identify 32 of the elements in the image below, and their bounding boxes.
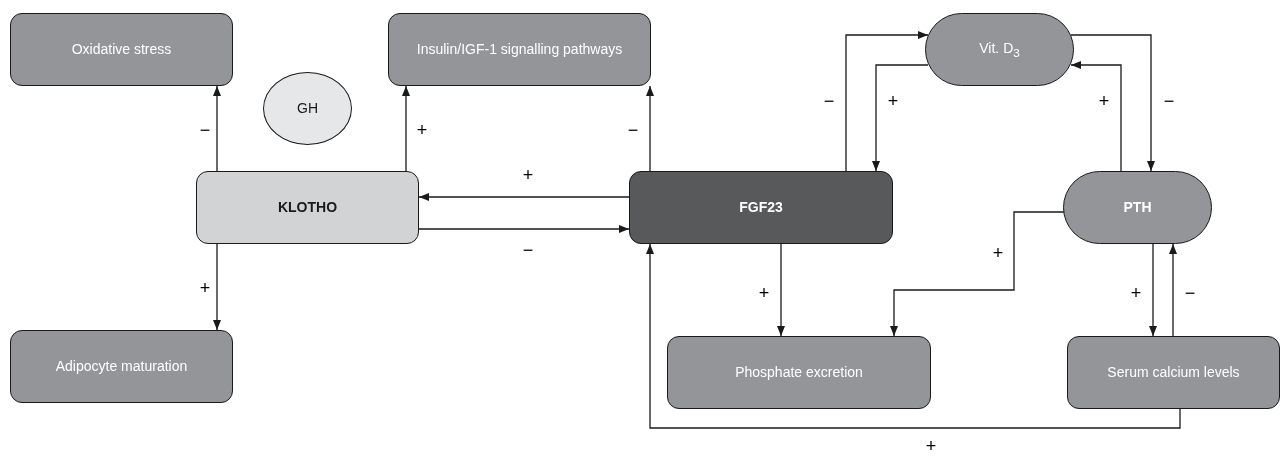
- arrow: [890, 211, 1065, 337]
- arrow: [845, 31, 929, 172]
- arrow: [872, 64, 929, 172]
- arrow: [418, 193, 630, 201]
- arrow: [1070, 34, 1155, 172]
- arrow: [402, 85, 410, 172]
- arrow: [1169, 243, 1177, 337]
- node-label: PTH: [1122, 199, 1153, 216]
- arrow: [777, 243, 785, 337]
- effect-box: [10, 330, 233, 403]
- arrow: [213, 243, 221, 331]
- node-label: Adipocyte maturation: [54, 358, 189, 375]
- node-label: Insulin/IGF-1 signalling pathways: [415, 41, 624, 58]
- effect-box: [10, 13, 233, 86]
- arrow: [418, 225, 630, 233]
- node-label: Phosphate excretion: [734, 364, 864, 381]
- node-label: Oxidative stress: [70, 41, 173, 58]
- arrow: [213, 85, 221, 172]
- node-label: Vit. D$_{3}$: [978, 39, 1021, 60]
- effect-box: [388, 13, 651, 86]
- effect-box: [1067, 336, 1280, 409]
- arrow: [1149, 243, 1157, 337]
- process-box: [629, 171, 893, 244]
- node-label: GH: [296, 100, 319, 117]
- node-label: FGF23: [738, 199, 784, 216]
- arrow: [1070, 61, 1122, 172]
- arrow: [646, 243, 1181, 429]
- node-label: KLOTHO: [276, 199, 339, 216]
- arrow: [646, 85, 654, 172]
- effect-box: [667, 336, 931, 409]
- node-label: Serum calcium levels: [1106, 364, 1241, 381]
- process-box: [196, 171, 419, 244]
